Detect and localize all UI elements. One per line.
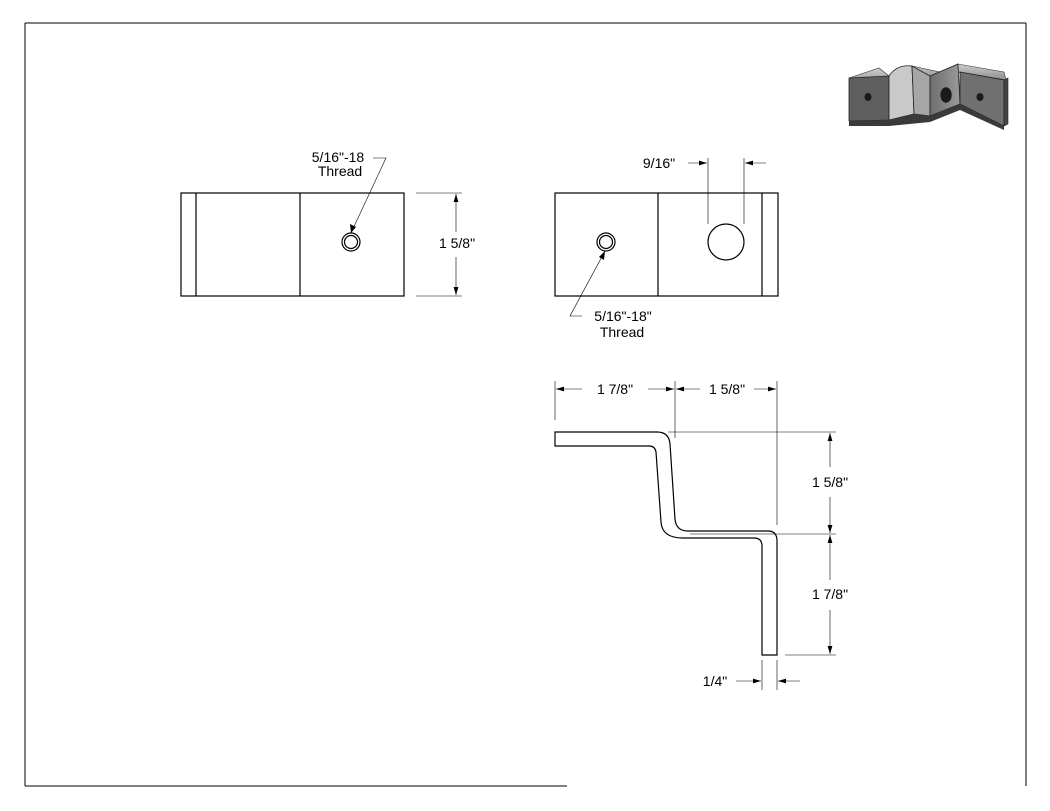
width-dimension-2: 1 5/8" [709,381,745,397]
sheet-border [24,22,1027,787]
plate-outline [554,192,779,297]
clearance-hole [707,223,745,261]
bracket-profile [554,431,778,656]
width-dimension-1: 1 7/8" [597,381,633,397]
thread-note-line2: Thread [600,324,644,340]
isometric-view [848,63,1009,130]
leader-line [569,250,606,317]
threaded-hole-inner [598,234,614,250]
leader-arrowhead [350,224,356,233]
thread-note-line1: 5/16"-18" [594,308,651,324]
threaded-hole [596,232,616,252]
front-view-right: 9/16" 5/16"-18" Thread [554,155,779,340]
iso-hole-left [864,93,872,101]
side-view: 1 7/8" 1 5/8" 1 5/8" 1 7/8" 1/4" [554,381,848,690]
thickness-dimension: 1/4" [703,673,727,689]
iso-hole-middle [939,86,953,104]
height-dimension-1: 1 5/8" [812,474,848,490]
plate-outline [180,192,405,297]
thread-note-line1: 5/16"-18 [312,149,365,165]
leader-line [350,157,387,234]
hole-dimension: 9/16" [643,155,675,171]
thread-note-line2: Thread [318,163,362,179]
iso-hole-right [976,93,984,101]
height-dimension: 1 5/8" [439,235,475,251]
height-dimension-2: 1 7/8" [812,586,848,602]
threaded-hole-inner [343,234,359,250]
leader-arrowhead [599,251,605,260]
front-view-left: 5/16"-18 Thread 1 5/8" [180,149,475,297]
